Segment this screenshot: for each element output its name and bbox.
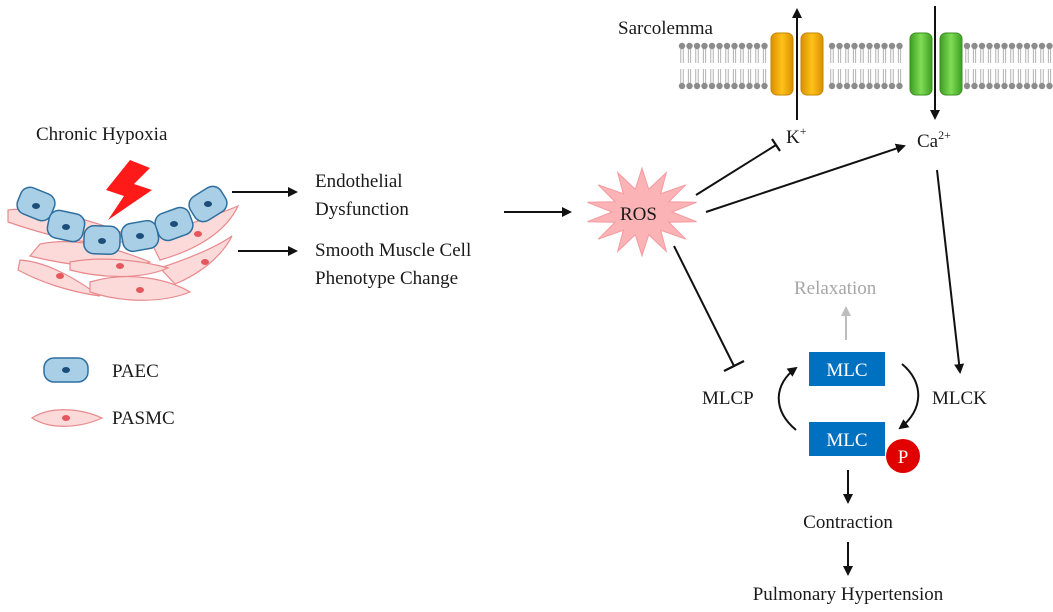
lightning-icon bbox=[106, 160, 152, 220]
relaxation-label: Relaxation bbox=[794, 278, 877, 299]
smc-phenotype-label-line1: Smooth Muscle Cell bbox=[315, 240, 471, 261]
mlcp-dephosphorylation-arrow bbox=[777, 366, 798, 431]
mlck-label: MLCK bbox=[932, 388, 987, 409]
potassium-label: K+ bbox=[786, 124, 807, 148]
mlc-box-unphosphorylated bbox=[809, 352, 885, 386]
chronic-hypoxia-label: Chronic Hypoxia bbox=[36, 124, 168, 145]
phosphate-label: P bbox=[898, 447, 909, 468]
sarcolemma-membrane bbox=[678, 32, 1053, 96]
ros-inhibits-mlcp-bar bbox=[723, 360, 745, 372]
phosphate-icon bbox=[886, 439, 920, 473]
calcium-to-mlck-arrow bbox=[936, 169, 965, 374]
paec-legend-label: PAEC bbox=[112, 361, 159, 382]
mlc-bottom-label: MLC bbox=[826, 430, 867, 451]
endothelial-dysfunction-label-line2: Dysfunction bbox=[315, 199, 409, 220]
lipid-layer-top bbox=[678, 42, 1053, 63]
endothelial-dysfunction-label-line1: Endothelial bbox=[315, 171, 403, 192]
ros-inhibits-potassium-line bbox=[695, 144, 777, 196]
mlck-phosphorylation-arrow bbox=[898, 363, 920, 430]
ros-label: ROS bbox=[620, 204, 657, 225]
vessel-wall-illustration bbox=[7, 185, 240, 301]
ros-inhibits-mlcp-line bbox=[673, 245, 735, 367]
mlcp-label: MLCP bbox=[702, 388, 754, 409]
calcium-label: Ca2+ bbox=[917, 128, 951, 152]
mlc-box-phosphorylated bbox=[809, 422, 885, 456]
pasmc-legend-label: PASMC bbox=[112, 408, 175, 429]
legend: PAEC PASMC bbox=[30, 357, 175, 429]
ros-burst-icon bbox=[587, 166, 697, 258]
endothelial-nuclei bbox=[32, 201, 212, 244]
potassium-channel bbox=[770, 32, 824, 96]
ros-to-calcium-arrow bbox=[705, 143, 906, 213]
sarcolemma-label: Sarcolemma bbox=[618, 18, 714, 39]
lipid-layer-bottom bbox=[678, 69, 1053, 90]
smc-phenotype-label-line2: Phenotype Change bbox=[315, 268, 458, 289]
pulmonary-hypertension-label: Pulmonary Hypertension bbox=[753, 584, 944, 605]
mlc-top-label: MLC bbox=[826, 360, 867, 381]
contraction-label: Contraction bbox=[803, 512, 893, 533]
ros-inhibits-potassium-bar bbox=[771, 138, 781, 152]
calcium-channel bbox=[909, 32, 963, 96]
